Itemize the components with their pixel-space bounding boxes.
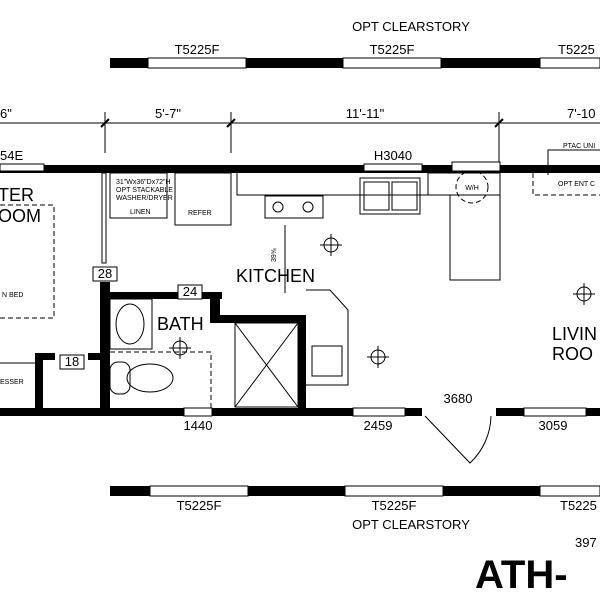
bed-outline xyxy=(0,204,55,319)
bar-sink xyxy=(311,345,343,377)
window-label: T5225F xyxy=(175,42,220,57)
room-label: ROO xyxy=(552,344,593,364)
dimension: 11'-11" xyxy=(346,106,385,121)
dimension: 7'-10 xyxy=(567,106,596,121)
window-label: T5225F xyxy=(372,498,417,513)
ptac-label: PTAC UNI xyxy=(563,143,595,150)
bed-label: N BED xyxy=(2,292,23,299)
counter-dimension: 39⅝ xyxy=(271,248,278,262)
kitchen-counter xyxy=(236,173,501,281)
cooktop xyxy=(264,195,324,219)
window xyxy=(363,163,423,172)
linen-label: LINEN xyxy=(130,209,151,216)
window-label: 1440 xyxy=(184,418,213,433)
model-name: ATH- xyxy=(475,553,568,597)
room-label: TER xyxy=(0,185,34,205)
window-label: T5225F xyxy=(177,498,222,513)
entry-door[interactable] xyxy=(424,415,492,464)
clearstory-window xyxy=(147,57,247,69)
window xyxy=(451,161,501,172)
door-tag-label: 18 xyxy=(65,354,79,369)
washer-spec: 31"Wx36"Dx72"H xyxy=(116,179,171,186)
door-tag xyxy=(177,284,203,300)
ceiling-light-icon xyxy=(169,337,191,359)
door-tag xyxy=(92,266,118,282)
window-label: T5225 xyxy=(560,498,597,513)
washer-spec: OPT STACKABLE xyxy=(116,187,173,194)
bifold-door[interactable] xyxy=(101,172,107,264)
size-label: 397 xyxy=(575,535,597,550)
sink xyxy=(109,298,153,350)
clearstory-bottom-label: OPT CLEARSTORY xyxy=(352,517,470,532)
water-heater xyxy=(455,170,489,204)
window-label: T5225F xyxy=(370,42,415,57)
dresser-label: ESSER xyxy=(0,379,24,386)
kitchen-sink xyxy=(359,177,421,215)
clearstory-window xyxy=(539,57,600,69)
refrigerator xyxy=(174,172,232,226)
exterior-wall-top xyxy=(0,165,600,173)
ceiling-light-icon xyxy=(367,346,389,368)
window-label: H3040 xyxy=(374,148,412,163)
clearstory-top-label: OPT CLEARSTORY xyxy=(352,19,470,34)
clearstory-window xyxy=(342,57,442,69)
door-label: 3680 xyxy=(444,391,473,406)
dimension: 6" xyxy=(0,106,12,121)
room-label: KITCHEN xyxy=(236,266,315,286)
shower xyxy=(234,322,299,408)
window xyxy=(0,163,45,172)
opt-ent-label: OPT ENT C xyxy=(558,181,595,188)
water-heater-label: W/H xyxy=(465,185,479,192)
window-label: T5225 xyxy=(558,42,595,57)
window-label: 54E xyxy=(0,148,23,163)
washer-spec: WASHER/DRYER xyxy=(116,195,173,202)
room-label: LIVIN xyxy=(552,324,597,344)
door-tag-label: 28 xyxy=(98,266,112,281)
ceiling-light-icon xyxy=(573,283,595,305)
door-tag-label: 24 xyxy=(183,284,197,299)
refer-label: REFER xyxy=(188,210,212,217)
exterior-wall-bottom xyxy=(0,408,600,416)
room-label: BATH xyxy=(157,314,204,334)
window-label: 2459 xyxy=(364,418,393,433)
door-tag xyxy=(59,354,85,370)
window-label: 3059 xyxy=(539,418,568,433)
ceiling-light-icon xyxy=(320,234,342,256)
dimension: 5'-7" xyxy=(155,106,181,121)
washer-dryer xyxy=(109,172,168,219)
toilet xyxy=(126,363,174,393)
room-label: OOM xyxy=(0,206,41,226)
